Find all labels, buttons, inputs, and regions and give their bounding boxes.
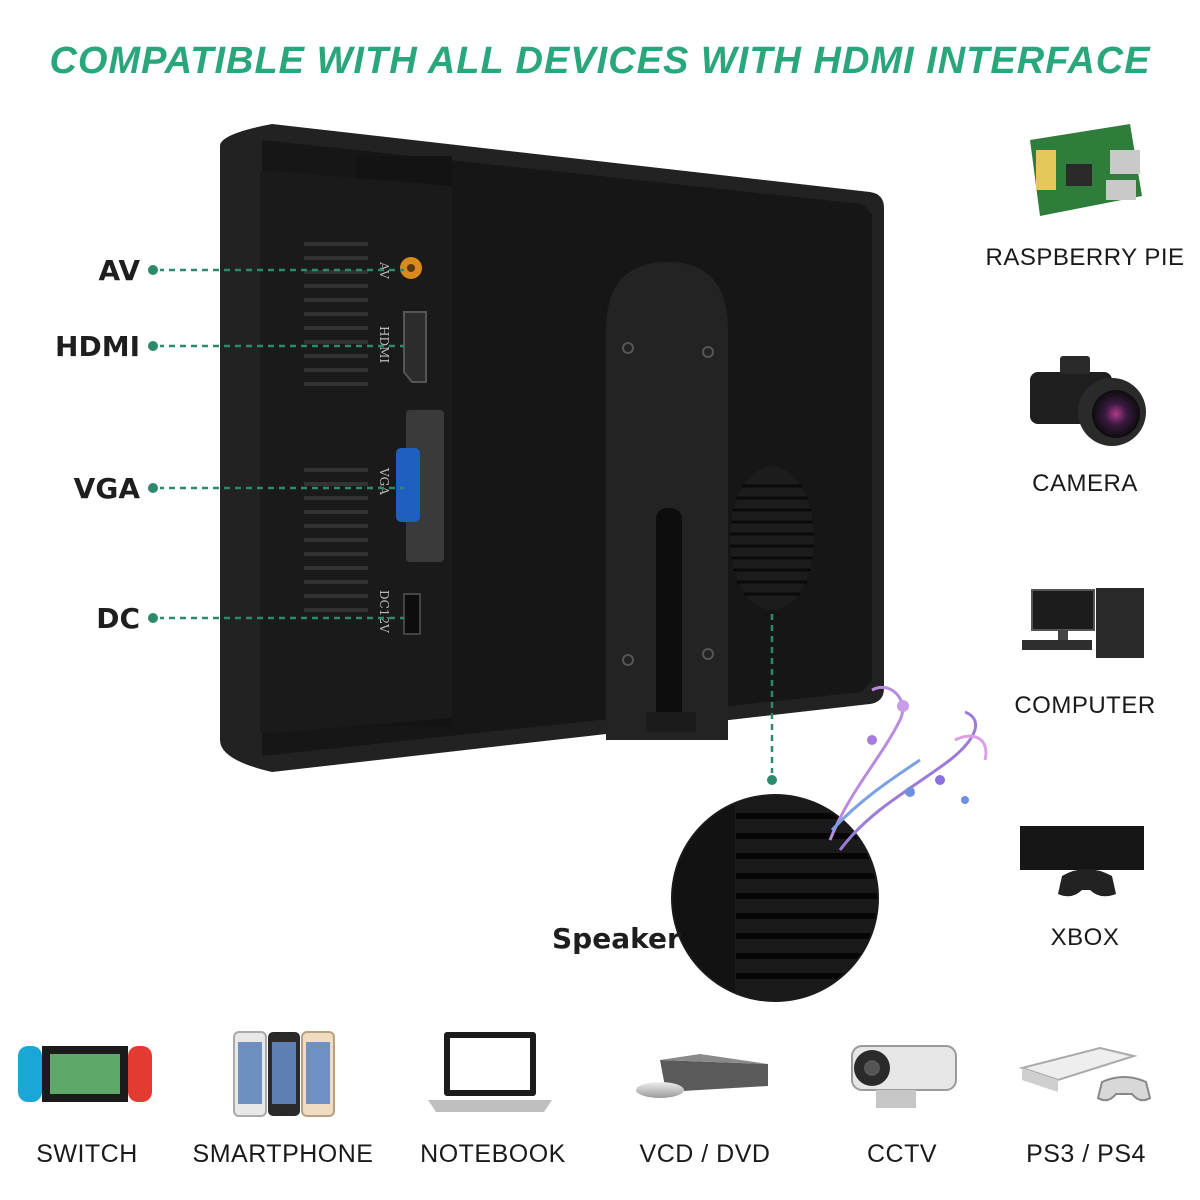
device-label-xbox: XBOX xyxy=(1050,924,1120,951)
device-label-cctv: CCTV xyxy=(866,1140,938,1168)
raspberry-pi-icon xyxy=(1030,124,1142,216)
speaker-grille xyxy=(730,466,814,610)
silk-vga: VGA xyxy=(377,467,391,495)
vga-port xyxy=(396,448,420,522)
smartphone-icon xyxy=(233,1031,335,1117)
device-label-vcd-dvd: VCD / DVD xyxy=(639,1140,771,1168)
vent-slots xyxy=(304,242,368,612)
vga-bracket xyxy=(406,410,444,562)
port-label-dc: DC xyxy=(96,602,140,635)
screw-heads xyxy=(622,342,714,666)
device-label-notebook: NOTEBOOK xyxy=(420,1140,566,1168)
silk-hdmi: HDMI xyxy=(377,326,391,363)
playstation-icon xyxy=(1018,1046,1152,1102)
speaker-label: Speaker xyxy=(552,922,681,955)
device-label-camera: CAMERA xyxy=(1032,470,1138,497)
connector-dots xyxy=(146,263,779,787)
monitor-back xyxy=(220,124,884,772)
silk-dc: DC12V xyxy=(377,590,391,633)
port-label-vga: VGA xyxy=(73,472,140,505)
dvd-player-icon xyxy=(636,1054,768,1098)
device-label-smartphone: SMARTPHONE xyxy=(192,1140,374,1168)
computer-icon xyxy=(1022,588,1144,658)
camera-icon xyxy=(1030,356,1146,446)
device-label-raspberry-pi: RASPBERRY PIE xyxy=(985,244,1185,271)
music-notes-icon xyxy=(828,685,988,851)
dc-port xyxy=(403,593,421,635)
notebook-icon xyxy=(428,1032,552,1112)
switch-console-icon xyxy=(18,1046,152,1102)
port-label-av: AV xyxy=(98,254,140,287)
hdmi-port xyxy=(403,311,427,383)
xbox-icon xyxy=(1020,826,1144,897)
stand xyxy=(606,262,728,740)
headline: COMPATIBLE WITH ALL DEVICES WITH HDMI IN… xyxy=(49,40,1151,82)
port-connector-lines xyxy=(158,268,774,778)
device-label-ps3-ps4: PS3 / PS4 xyxy=(1026,1140,1146,1168)
speaker-zoom xyxy=(671,794,879,1002)
av-port-pin xyxy=(407,264,415,272)
device-label-switch: SWITCH xyxy=(36,1140,138,1168)
device-label-computer: COMPUTER xyxy=(1014,692,1156,719)
port-label-hdmi: HDMI xyxy=(55,330,140,363)
cctv-camera-icon xyxy=(851,1045,957,1108)
